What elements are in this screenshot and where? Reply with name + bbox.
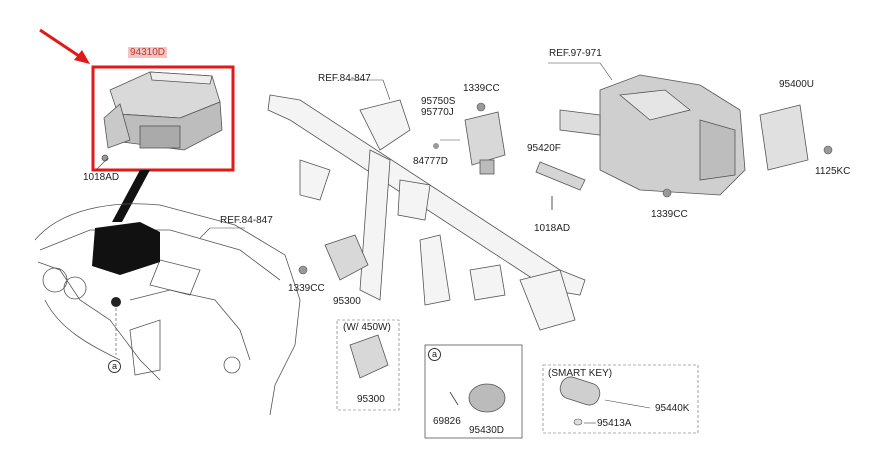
part-label-1339cc-a[interactable]: 1339CC <box>463 83 500 94</box>
part-label-95440k[interactable]: 95440K <box>655 403 690 414</box>
part-label-1125kc[interactable]: 1125KC <box>815 166 851 177</box>
cowl-cross-bar <box>267 94 586 331</box>
detail-a-box <box>424 344 523 439</box>
w450w-box <box>336 319 400 411</box>
callout-a-icon[interactable]: a <box>108 360 121 373</box>
part-label-95300-a[interactable]: 95300 <box>333 296 361 307</box>
part-label-95413a[interactable]: 95413A <box>597 418 632 429</box>
detail-a-tag-icon: a <box>428 348 441 361</box>
panel-95400u <box>759 104 809 171</box>
ref-label-top-right[interactable]: REF.97-971 <box>549 48 602 59</box>
ref-label-dash-left[interactable]: REF.84-847 <box>220 215 273 226</box>
part-label-1339cc-b[interactable]: 1339CC <box>651 209 688 220</box>
smart-key-fob-icon <box>559 376 601 406</box>
display-unit-part <box>101 71 223 162</box>
smart-key-box <box>542 364 699 434</box>
dashboard-outline <box>34 203 301 416</box>
hvac-unit <box>559 74 746 196</box>
part-label-1018ad-right[interactable]: 1018AD <box>534 223 571 234</box>
part-label-94310d[interactable]: 94310D <box>128 47 168 58</box>
part-label-95420f[interactable]: 95420F <box>527 143 561 154</box>
part-label-95430d[interactable]: 95430D <box>469 425 505 436</box>
variant-label-smart-key: (SMART KEY) <box>548 368 613 379</box>
highlight-box <box>91 65 235 172</box>
part-label-95750s[interactable]: 95750S <box>421 96 456 107</box>
part-label-69826[interactable]: 69826 <box>433 416 461 427</box>
ref-label-top-mid[interactable]: REF.84-847 <box>318 73 371 84</box>
module-95750s <box>464 111 506 175</box>
variant-label-w450w: (W/ 450W) <box>343 322 391 333</box>
part-label-84777d[interactable]: 84777D <box>413 156 449 167</box>
part-label-1339cc-c[interactable]: 1339CC <box>288 283 325 294</box>
bracket-95420f <box>535 161 586 191</box>
part-label-95770j[interactable]: 95770J <box>421 107 454 118</box>
part-label-1018ad-left[interactable]: 1018AD <box>83 172 120 183</box>
dash-unit-highlighted <box>92 222 160 275</box>
module-95300 <box>324 234 369 281</box>
red-arrow-icon <box>39 28 90 64</box>
part-label-95400u[interactable]: 95400U <box>779 79 815 90</box>
connector-wedge <box>112 170 150 222</box>
part-label-95300-b[interactable]: 95300 <box>357 394 385 405</box>
